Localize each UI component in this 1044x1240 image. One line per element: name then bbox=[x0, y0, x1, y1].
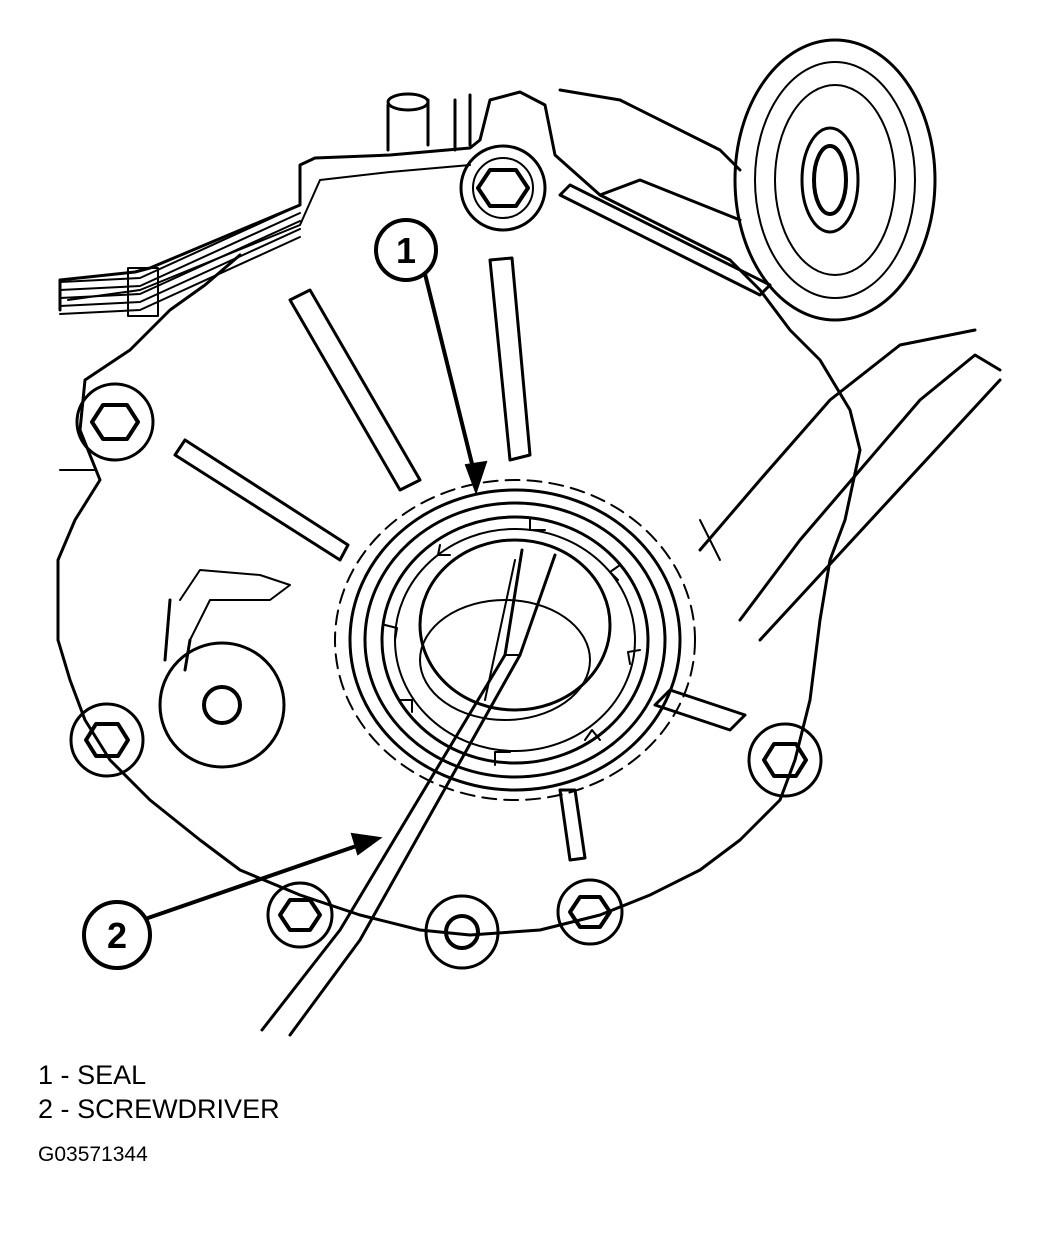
wire-harness bbox=[59, 204, 301, 317]
bolt-bottom-left bbox=[266, 881, 334, 949]
callout-2: 2 bbox=[82, 832, 383, 970]
bolt-lower-left bbox=[69, 702, 145, 778]
legend: 1 - SEAL 2 - SCREWDRIVER bbox=[38, 1058, 280, 1126]
legend-item: 1 - SEAL bbox=[38, 1058, 280, 1092]
legend-separator: - bbox=[60, 1094, 70, 1124]
housing-ribs bbox=[163, 183, 772, 862]
pulley bbox=[733, 38, 937, 322]
legend-number: 1 bbox=[38, 1060, 54, 1090]
callout-1: 1 bbox=[374, 218, 488, 496]
boss-left bbox=[158, 641, 286, 769]
bolt-top bbox=[459, 144, 547, 232]
front-seal bbox=[334, 479, 696, 801]
screwdriver bbox=[260, 548, 557, 1037]
legend-number: 2 bbox=[38, 1094, 54, 1124]
timing-cover-housing bbox=[56, 88, 1002, 937]
bolt-bottom-right bbox=[556, 878, 624, 946]
seal-removal-illustration: 1 2 bbox=[56, 38, 1002, 1037]
bolt-left bbox=[75, 382, 155, 462]
legend-item: 2 - SCREWDRIVER bbox=[38, 1092, 280, 1126]
figure-id: G03571344 bbox=[38, 1143, 148, 1166]
callout-1-number: 1 bbox=[396, 230, 416, 271]
dowel-boss-bottom bbox=[424, 894, 500, 970]
legend-separator: - bbox=[60, 1060, 70, 1090]
legend-label-seal: SEAL bbox=[77, 1060, 147, 1090]
callout-2-number: 2 bbox=[107, 915, 127, 956]
bolt-right bbox=[747, 722, 823, 798]
legend-label-screwdriver: SCREWDRIVER bbox=[77, 1094, 280, 1124]
